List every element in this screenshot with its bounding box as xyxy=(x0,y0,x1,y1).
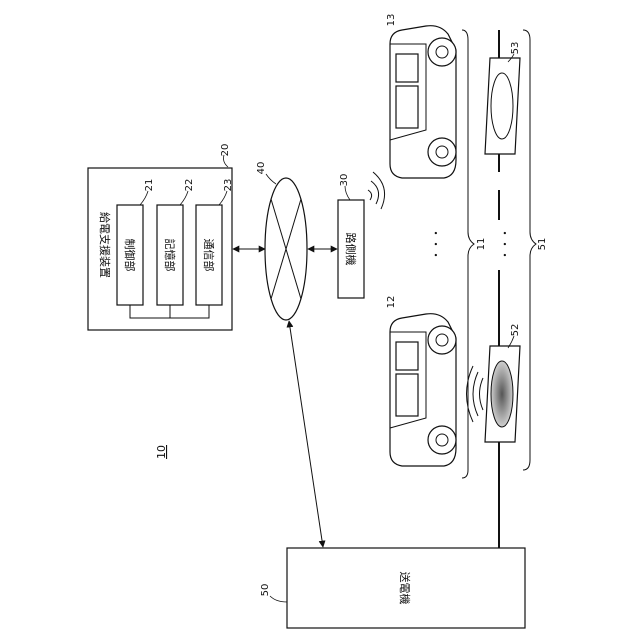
charging-pad-far: 53 xyxy=(485,42,521,154)
comm-label: 通信部 xyxy=(202,239,216,272)
ref-21: 21 xyxy=(144,179,155,192)
ref-53: 53 xyxy=(510,42,521,55)
ref-12: 12 xyxy=(386,296,397,309)
vehicles-ellipsis: ・・・ xyxy=(429,228,442,261)
ref-11: 11 xyxy=(476,238,487,251)
support-device: 給電支援装置 20 制御部 21 記憶部 22 通信部 23 xyxy=(88,144,234,330)
vehicle-far: 13 xyxy=(386,14,456,178)
roadside-unit: 路側機 30 xyxy=(338,172,385,298)
roadside-label: 路側機 xyxy=(344,233,358,266)
system-ref-label: 10 xyxy=(155,445,168,459)
ref-30: 30 xyxy=(339,174,350,187)
lane-ellipsis: ・・・ xyxy=(498,228,511,261)
ref-23: 23 xyxy=(223,179,234,192)
link-network-transmitter xyxy=(289,321,323,547)
power-transmitter: 送電機 50 xyxy=(260,548,525,628)
transmitter-label: 送電機 xyxy=(398,572,412,605)
ref-22: 22 xyxy=(184,179,195,192)
ref-50: 50 xyxy=(260,584,271,597)
control-label: 制御部 xyxy=(123,239,137,272)
ref-52: 52 xyxy=(510,324,521,337)
storage-label: 記憶部 xyxy=(163,239,177,272)
network: 40 xyxy=(256,162,307,320)
ref-51: 51 xyxy=(537,238,548,251)
vehicle-near: 12 xyxy=(386,296,456,466)
support-device-label: 給電支援装置 xyxy=(98,212,112,278)
ref-13: 13 xyxy=(386,14,397,27)
ref-20: 20 xyxy=(220,144,231,157)
ref-40: 40 xyxy=(256,162,267,175)
charging-pad-near: 52 xyxy=(467,324,522,442)
